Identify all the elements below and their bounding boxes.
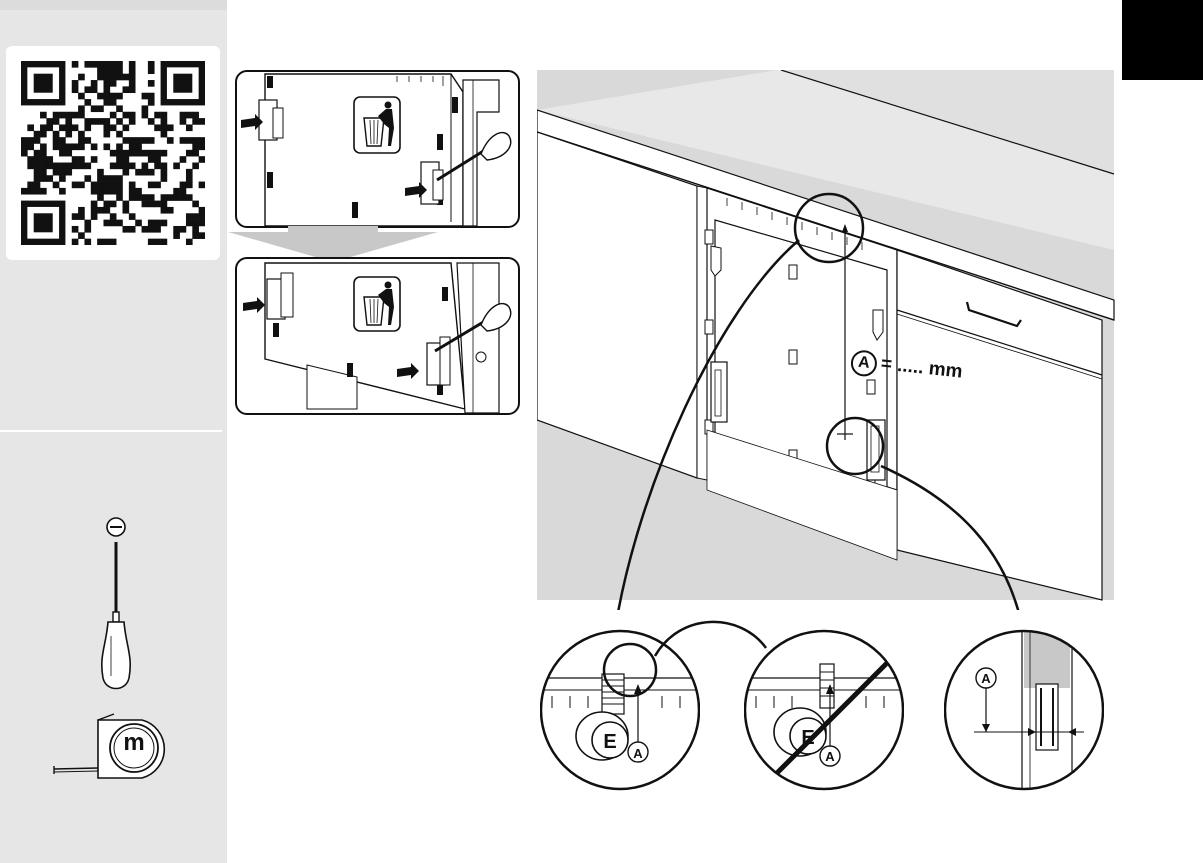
qr-code-icon[interactable] [21,61,205,245]
detail-right-measure: A [981,671,991,686]
flat-screwdriver-icon [96,516,136,696]
flat-screwdriver-tool [96,516,136,701]
tape-measure-label: m [121,729,147,757]
measurement-letter: A [850,349,879,378]
step-bottom-illustration [237,259,518,413]
trash-bin-icon [354,97,400,153]
detail-left-measure: A [633,746,643,761]
section-tab[interactable] [1122,0,1203,80]
step-panel-bottom [235,257,520,415]
detail-side-gap: A [944,628,1104,798]
step-panel-top [235,70,520,228]
sidebar-top-band [0,0,227,10]
detail-middle-measure: A [825,749,835,764]
step-top-illustration [237,72,518,226]
tape-measure-icon [52,712,172,782]
tools-sidebar: m [0,0,227,863]
detail-left-marker: E [603,731,616,753]
tape-measure-tool: m [52,712,172,787]
qr-card[interactable] [6,46,220,260]
sidebar-divider [0,430,222,432]
detail-middle-marker: E [801,727,814,749]
dishwasher-installation-illustration [537,70,1117,610]
trash-bin-icon [354,277,400,331]
detail-incorrect: E A [744,628,904,798]
